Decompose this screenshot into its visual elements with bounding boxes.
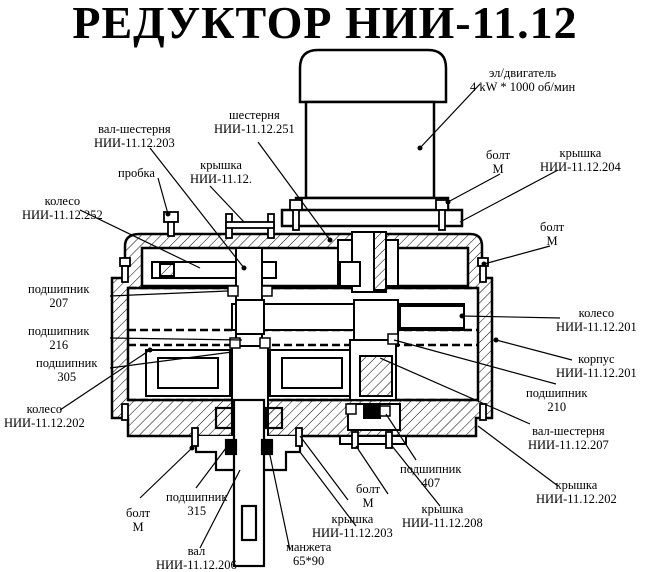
output-shaft: [194, 398, 302, 568]
leader-lines: [59, 83, 573, 551]
bolts: [119, 199, 489, 449]
middle-shaft: [231, 299, 465, 347]
leader-arrows: [147, 145, 499, 451]
label-plug: пробка: [118, 166, 155, 180]
bottom-covers: [339, 403, 407, 445]
diagram-title: РЕДУКТОР НИИ-11.12: [72, 0, 578, 48]
electric-motor: [280, 48, 464, 228]
bearings: [227, 285, 399, 417]
